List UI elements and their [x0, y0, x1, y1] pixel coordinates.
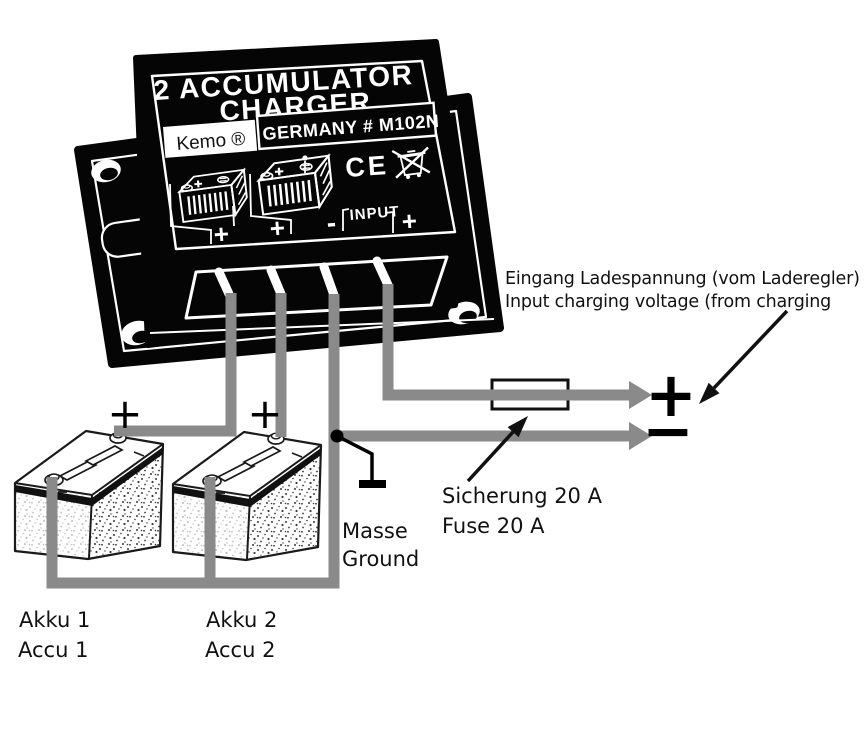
fuse-arrow: [466, 416, 528, 483]
fuse-label-en: Fuse 20 A: [442, 514, 545, 538]
ground-symbol: [336, 434, 386, 488]
input-label: INPUT: [349, 203, 400, 224]
battery-2-illustration: [171, 430, 323, 562]
printed-battery1-plus: +: [213, 219, 230, 250]
battery-1-illustration: [13, 429, 165, 561]
terminal-block: [149, 255, 495, 334]
output-minus-symbol: −: [642, 394, 694, 467]
label-traces: [169, 155, 394, 244]
ground-label-en: Ground: [342, 547, 419, 571]
battery2-label-en: Accu 2: [205, 638, 275, 662]
battery2-label-de: Akku 2: [206, 608, 277, 632]
battery1-plus-symbol: +: [107, 389, 142, 438]
pin-2: [266, 265, 286, 299]
weee-icon: [391, 146, 431, 179]
battery1-label-en: Accu 1: [18, 638, 88, 662]
wire-battery1-plus: [114, 293, 237, 437]
output-plus-arrowhead: [629, 381, 652, 409]
pin-3: [319, 262, 339, 300]
mounting-hole: [91, 159, 121, 183]
input-minus-mark: -: [326, 207, 337, 239]
output-minus-arrowhead: [629, 422, 652, 450]
pin-1: [214, 267, 234, 299]
ce-mark: CE: [344, 150, 390, 183]
input-plus-mark: +: [401, 206, 418, 237]
ground-label-de: Masse: [342, 519, 408, 543]
output-plus-symbol: +: [645, 358, 697, 431]
wires: [46, 284, 629, 589]
fuse-label-de: Sicherung 20 A: [442, 484, 603, 508]
printed-battery2-plus: +: [269, 213, 286, 244]
input-voltage-label-de: Eingang Ladespannung (vom Laderegler): [505, 269, 860, 289]
battery1-label-de: Akku 1: [19, 608, 90, 632]
label-contents: 2 ACCUMULATOR CHARGER Kemo ® GERMANY # M…: [153, 59, 440, 249]
model-plate: [255, 101, 438, 151]
wire-output-plus: [382, 284, 629, 401]
input-voltage-arrow: [699, 309, 789, 404]
brand-plate: [163, 119, 258, 158]
connector-pins: [214, 256, 393, 300]
input-voltage-label-en: Input charging voltage (from charging: [505, 292, 831, 312]
pin-4: [372, 256, 393, 290]
charger-device: 2 ACCUMULATOR CHARGER Kemo ® GERMANY # M…: [74, 39, 504, 368]
battery2-plus-symbol: +: [247, 389, 282, 438]
